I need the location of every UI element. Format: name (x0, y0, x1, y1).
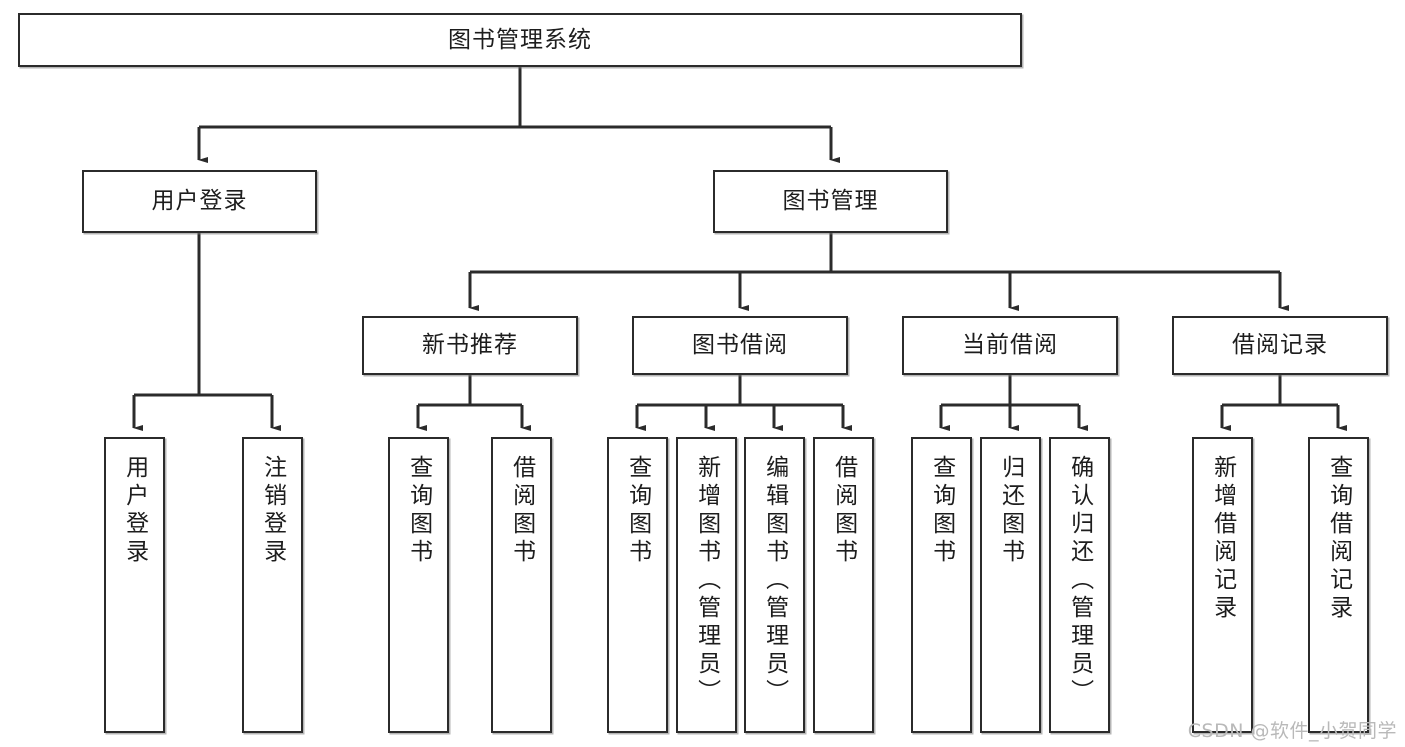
node-borrow-records-label: 借阅记录 (1232, 332, 1328, 359)
node-leaf-borrow-book-nb[interactable]: 借阅图书 (491, 437, 552, 733)
node-user-login-label: 用户登录 (151, 188, 248, 215)
watermark-text: CSDN @软件_小贺同学 (1187, 720, 1397, 742)
node-leaf-user-login-label: 用户登录 (121, 455, 148, 567)
node-leaf-confirm-return-admin[interactable]: 确认归还（管理员） (1049, 437, 1110, 733)
node-leaf-user-login[interactable]: 用户登录 (104, 437, 165, 733)
node-leaf-add-borrow-record[interactable]: 新增借阅记录 (1192, 437, 1253, 733)
node-book-management-label: 图书管理 (782, 188, 879, 215)
node-leaf-query-book-bb-label: 查询图书 (624, 455, 651, 567)
node-root-label: 图书管理系统 (448, 26, 592, 53)
node-leaf-add-borrow-record-label: 新增借阅记录 (1209, 455, 1236, 623)
node-borrow-records[interactable]: 借阅记录 (1172, 316, 1388, 375)
node-new-book-recommend-label: 新书推荐 (422, 332, 518, 359)
node-leaf-borrow-book-nb-label: 借阅图书 (508, 455, 535, 567)
node-current-borrow-label: 当前借阅 (962, 332, 1058, 359)
node-leaf-borrow-book-bb[interactable]: 借阅图书 (813, 437, 874, 733)
node-leaf-query-book-cb[interactable]: 查询图书 (911, 437, 972, 733)
node-leaf-logout-label: 注销登录 (259, 455, 286, 567)
node-current-borrow[interactable]: 当前借阅 (902, 316, 1118, 375)
node-leaf-query-borrow-record-label: 查询借阅记录 (1325, 455, 1352, 623)
node-leaf-query-borrow-record[interactable]: 查询借阅记录 (1308, 437, 1369, 733)
node-leaf-return-book-label: 归还图书 (997, 455, 1024, 567)
node-book-borrow[interactable]: 图书借阅 (632, 316, 848, 375)
node-leaf-query-book-bb[interactable]: 查询图书 (607, 437, 668, 733)
node-leaf-edit-book-admin-label: 编辑图书（管理员） (761, 455, 788, 707)
node-leaf-add-book-admin-label: 新增图书（管理员） (693, 455, 720, 707)
node-leaf-edit-book-admin[interactable]: 编辑图书（管理员） (744, 437, 805, 733)
node-leaf-confirm-return-admin-label: 确认归还（管理员） (1066, 455, 1093, 707)
node-new-book-recommend[interactable]: 新书推荐 (362, 316, 578, 375)
node-user-login[interactable]: 用户登录 (82, 170, 317, 233)
node-leaf-query-book-nb[interactable]: 查询图书 (388, 437, 449, 733)
node-leaf-add-book-admin[interactable]: 新增图书（管理员） (676, 437, 737, 733)
node-root[interactable]: 图书管理系统 (18, 13, 1022, 67)
node-book-borrow-label: 图书借阅 (692, 332, 788, 359)
node-leaf-logout[interactable]: 注销登录 (242, 437, 303, 733)
node-leaf-return-book[interactable]: 归还图书 (980, 437, 1041, 733)
node-leaf-query-book-nb-label: 查询图书 (405, 455, 432, 567)
node-leaf-borrow-book-bb-label: 借阅图书 (830, 455, 857, 567)
node-leaf-query-book-cb-label: 查询图书 (928, 455, 955, 567)
node-book-management[interactable]: 图书管理 (713, 170, 948, 233)
